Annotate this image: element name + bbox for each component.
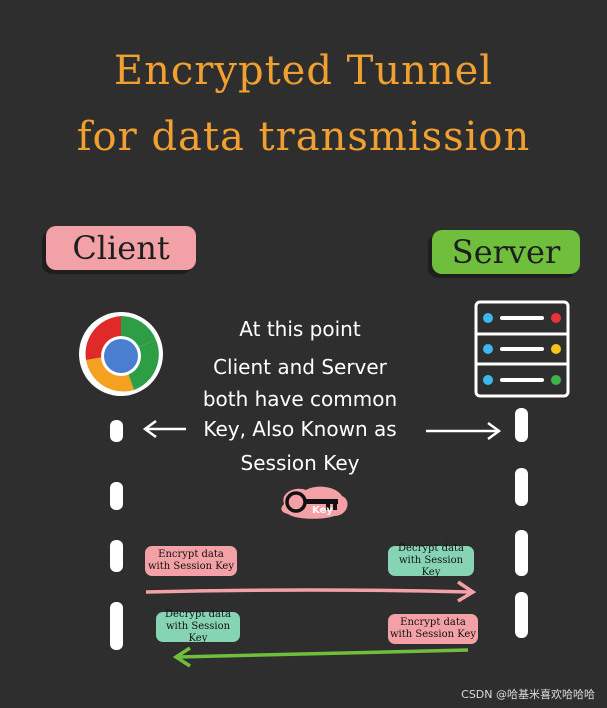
key-icon	[281, 486, 348, 519]
client-lifeline-dash	[110, 602, 123, 650]
flow1-encrypt-pill: Encrypt data with Session Key	[145, 546, 237, 576]
pill-line: with Session Key	[147, 561, 235, 572]
flow2-decrypt-pill: Decrypt data with Session Key	[156, 609, 240, 644]
title-line-1: Encrypted Tunnel	[113, 48, 494, 94]
pill-line: with Session Key	[389, 629, 477, 640]
pill-line: Decrypt data	[165, 609, 231, 620]
title-line-2: for data transmission	[76, 114, 531, 160]
server-lifeline-dash	[515, 468, 528, 506]
note-line-4: Key, Also Known as	[203, 417, 397, 441]
key-badge: Key	[276, 484, 352, 520]
server-lifeline-dash	[515, 592, 528, 638]
note-line-1: At this point	[239, 317, 361, 341]
left-pointer-arrow	[142, 419, 186, 439]
pill-line: Encrypt data	[158, 549, 224, 560]
note-line-3: both have common	[202, 387, 398, 411]
note-line-2: Client and Server	[213, 355, 387, 379]
pill-line: Decrypt data	[398, 543, 464, 554]
server-lifeline-dash	[515, 530, 528, 576]
pill-line: with Session Key	[398, 555, 464, 578]
watermark-text: CSDN @哈基米喜欢哈哈哈	[461, 688, 595, 701]
server-lifeline-dash	[515, 408, 528, 442]
pill-line: with Session Key	[165, 621, 231, 644]
flow1-decrypt-pill: Decrypt data with Session Key	[388, 543, 474, 578]
note-line-5: Session Key	[240, 451, 360, 475]
key-label: Key	[312, 505, 333, 516]
right-pointer-arrow	[426, 421, 502, 441]
pill-line: Encrypt data	[400, 617, 466, 628]
flow2-encrypt-pill: Encrypt data with Session Key	[388, 614, 478, 644]
server-rack-icon	[474, 300, 570, 398]
client-tag: Client	[46, 226, 196, 270]
flow2-arrow-left	[172, 646, 469, 668]
chrome-browser-icon	[79, 312, 163, 396]
client-lifeline-dash	[110, 482, 123, 510]
client-lifeline-dash	[110, 420, 123, 442]
flow1-arrow-right	[145, 580, 477, 603]
client-lifeline-dash	[110, 540, 123, 572]
server-tag: Server	[432, 230, 580, 274]
